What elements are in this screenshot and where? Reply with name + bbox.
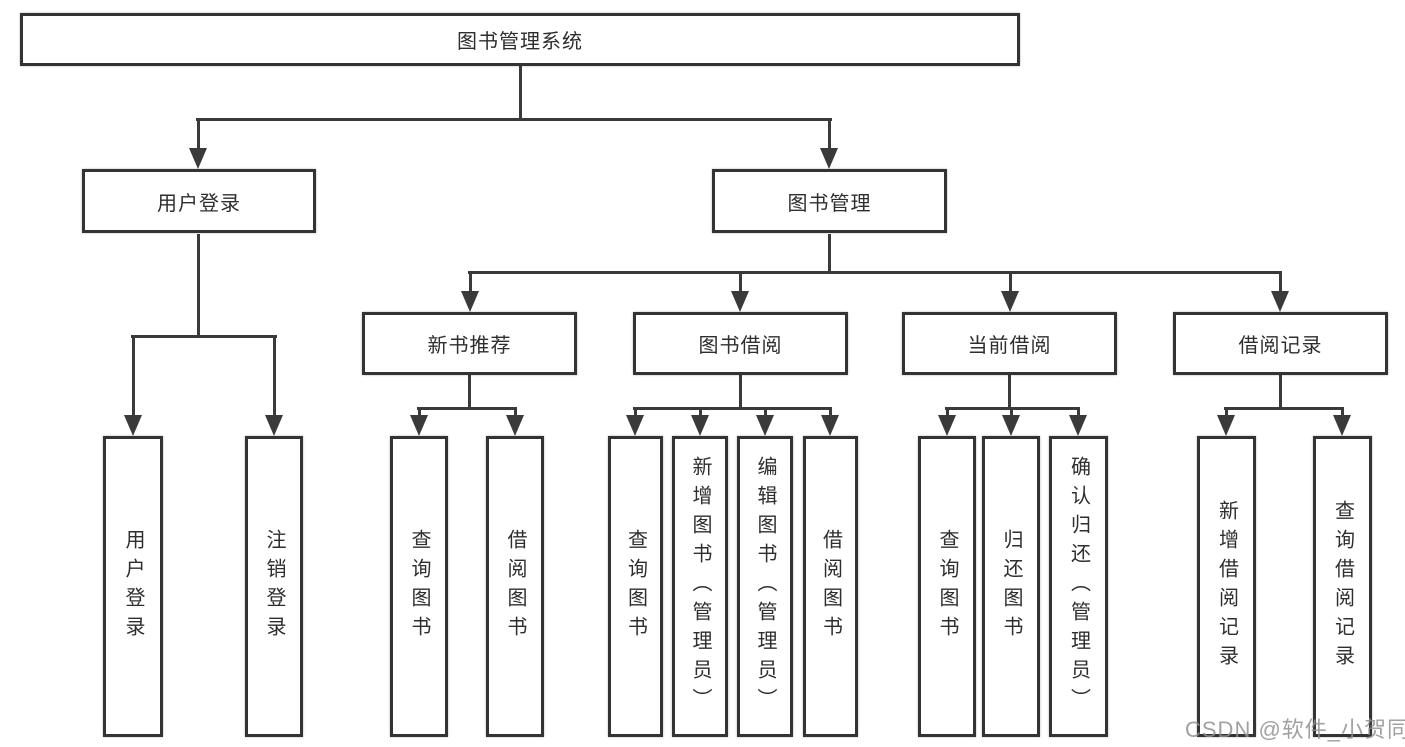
node-book-management: 图书管理: [712, 169, 947, 233]
node-user-login: 用户登录: [82, 169, 316, 233]
arrowhead-down-icon: [626, 415, 644, 436]
leaf-add-book-admin-label: 新增图书（管理员）: [689, 456, 711, 717]
arrowhead-down-icon: [461, 291, 479, 312]
node-current-borrowing-label: 当前借阅: [967, 335, 1052, 357]
leaf-edit-book-admin: 编辑图书（管理员）: [737, 436, 793, 737]
leaf-query-books-3: 查询图书: [918, 436, 976, 737]
node-borrowing-records-label: 借阅记录: [1238, 335, 1323, 357]
leaf-add-borrow-record: 新增借阅记录: [1197, 436, 1256, 737]
connector-line: [131, 335, 277, 338]
leaf-add-borrow-record-label: 新增借阅记录: [1215, 499, 1238, 674]
leaf-return-books-label: 归还图书: [1000, 528, 1022, 645]
arrowhead-down-icon: [821, 415, 839, 436]
connector-line: [197, 234, 200, 337]
leaf-return-books: 归还图书: [982, 436, 1040, 737]
leaf-borrow-books-2-label: 借阅图书: [819, 528, 842, 645]
connector-line: [827, 118, 831, 150]
leaf-query-borrow-record-label: 查询借阅记录: [1331, 499, 1354, 674]
leaf-user-login: 用户登录: [103, 436, 163, 737]
watermark: CSDN @软件_小贺同学: [1185, 717, 1405, 742]
arrowhead-down-icon: [691, 415, 709, 436]
connector-line: [1076, 407, 1080, 417]
arrowhead-down-icon: [1217, 415, 1235, 436]
leaf-borrow-books-1: 借阅图书: [486, 436, 544, 737]
leaf-query-books-2-label: 查询图书: [624, 528, 647, 645]
connector-line: [1224, 407, 1228, 417]
node-library-management-system-label: 图书管理系统: [457, 31, 583, 53]
leaf-query-books-3-label: 查询图书: [936, 528, 958, 645]
connector-line: [828, 407, 832, 417]
connector-line: [1279, 375, 1282, 409]
leaf-confirm-return-admin: 确认归还（管理员）: [1049, 436, 1108, 737]
arrowhead-down-icon: [1069, 415, 1087, 436]
arrowhead-down-icon: [756, 415, 774, 436]
connector-line: [1278, 271, 1282, 293]
leaf-confirm-return-admin-label: 确认归还（管理员）: [1067, 456, 1090, 717]
connector-line: [196, 118, 200, 150]
connector-line: [698, 407, 702, 417]
connector-line: [738, 271, 742, 293]
leaf-logout-label: 注销登录: [263, 528, 285, 645]
connector-line: [196, 118, 832, 121]
connector-line: [417, 407, 421, 417]
connector-line: [272, 335, 276, 417]
arrowhead-down-icon: [938, 415, 956, 436]
connector-line: [633, 407, 832, 410]
connector-line: [945, 407, 949, 417]
connector-line: [1008, 271, 1012, 293]
leaf-user-login-label: 用户登录: [122, 528, 144, 645]
connector-line: [417, 407, 517, 410]
arrowhead-down-icon: [1001, 291, 1019, 312]
node-library-management-system: 图书管理系统: [20, 13, 1020, 66]
leaf-add-book-admin: 新增图书（管理员）: [672, 436, 728, 737]
connector-line: [945, 407, 1080, 410]
connector-line: [763, 407, 767, 417]
arrowhead-down-icon: [506, 415, 524, 436]
leaf-query-books-1-label: 查询图书: [408, 528, 430, 645]
leaf-query-books-2: 查询图书: [608, 436, 663, 737]
node-book-borrowing-label: 图书借阅: [698, 335, 783, 357]
connector-line: [468, 375, 471, 409]
node-borrowing-records: 借阅记录: [1173, 312, 1388, 375]
arrowhead-down-icon: [1271, 291, 1289, 312]
connector-line: [1009, 407, 1013, 417]
node-new-book-recommendation-label: 新书推荐: [427, 335, 512, 357]
connector-line: [1008, 375, 1011, 409]
arrowhead-down-icon: [1333, 415, 1351, 436]
arrowhead-down-icon: [1002, 415, 1020, 436]
connector-line: [519, 66, 522, 120]
connector-line: [633, 407, 637, 417]
arrowhead-down-icon: [124, 415, 142, 436]
arrowhead-down-icon: [189, 148, 207, 169]
leaf-query-borrow-record: 查询借阅记录: [1313, 436, 1372, 737]
arrowhead-down-icon: [731, 291, 749, 312]
arrowhead-down-icon: [265, 415, 283, 436]
leaf-borrow-books-1-label: 借阅图书: [504, 528, 526, 645]
node-book-management-label: 图书管理: [787, 192, 872, 215]
connector-line: [468, 271, 472, 293]
connector-line: [828, 234, 831, 273]
connector-line: [1224, 407, 1344, 410]
connector-line: [739, 375, 742, 409]
leaf-query-books-1: 查询图书: [390, 436, 448, 737]
node-current-borrowing: 当前借阅: [902, 312, 1117, 375]
connector-line: [131, 335, 135, 417]
arrowhead-down-icon: [820, 148, 838, 169]
connector-line: [513, 407, 517, 417]
connector-line: [468, 271, 1282, 274]
node-new-book-recommendation: 新书推荐: [362, 312, 577, 375]
leaf-logout: 注销登录: [245, 436, 303, 737]
node-user-login-label: 用户登录: [157, 192, 241, 215]
leaf-edit-book-admin-label: 编辑图书（管理员）: [754, 456, 776, 717]
connector-line: [1340, 407, 1344, 417]
leaf-borrow-books-2: 借阅图书: [803, 436, 858, 737]
node-book-borrowing: 图书借阅: [633, 312, 848, 375]
arrowhead-down-icon: [410, 415, 428, 436]
